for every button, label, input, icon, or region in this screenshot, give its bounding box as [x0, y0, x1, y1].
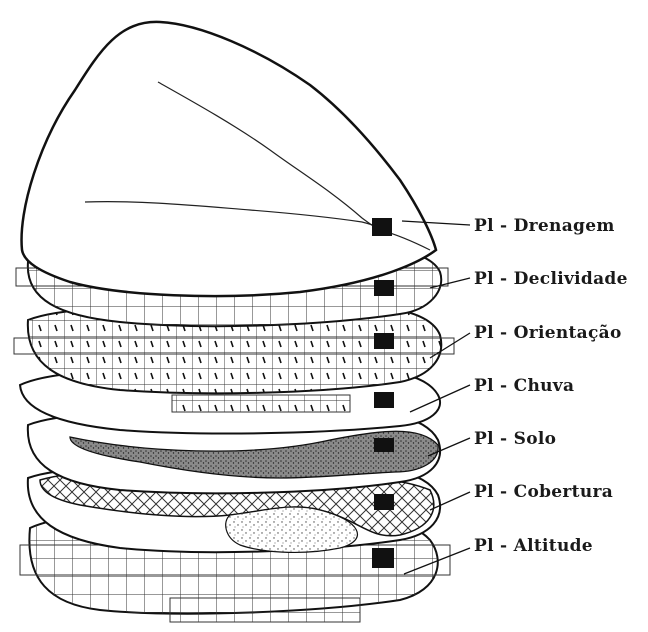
label-altitude: Pl - Altitude [474, 536, 593, 556]
label-solo: Pl - Solo [474, 429, 556, 449]
label-chuva: Pl - Chuva [474, 376, 574, 396]
layer-drenagem [22, 22, 436, 296]
label-cobertura: Pl - Cobertura [474, 482, 613, 502]
label-orientacao: Pl - Orientação [474, 323, 622, 343]
label-drenagem: Pl - Drenagem [474, 216, 615, 236]
label-declividade: Pl - Declividade [474, 269, 628, 289]
